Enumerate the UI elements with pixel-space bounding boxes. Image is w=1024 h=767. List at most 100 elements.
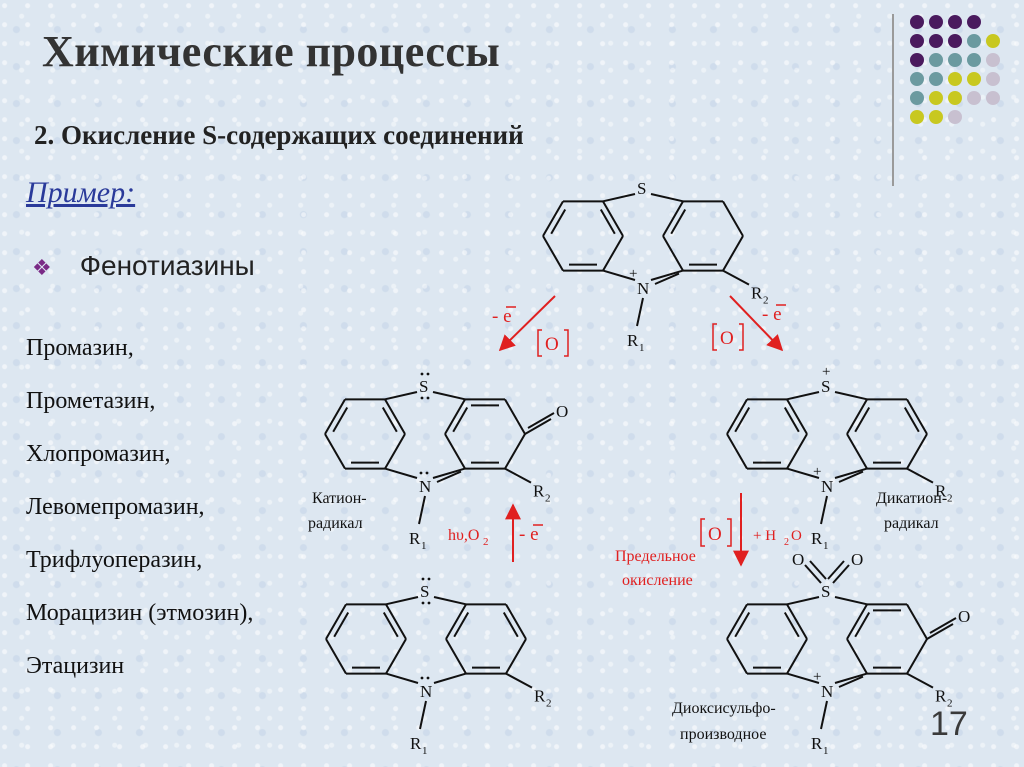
lone-pair	[420, 676, 424, 680]
double-bond	[734, 407, 751, 433]
bond	[906, 672, 934, 689]
bond	[385, 603, 407, 640]
subscript: 2	[947, 698, 953, 710]
charge-label: +	[629, 266, 637, 282]
minus-electron-right: - e	[762, 304, 782, 325]
atom-label: R	[533, 482, 545, 501]
decor-dot	[910, 34, 924, 48]
subscript: 2	[947, 493, 953, 505]
svg-text:2: 2	[483, 536, 489, 548]
double-bond	[734, 612, 751, 638]
double-bond	[827, 560, 845, 580]
decor-dot	[967, 15, 981, 29]
page-number: 17	[930, 705, 968, 743]
bond	[786, 433, 808, 470]
decor-dot	[929, 72, 943, 86]
decor-dot	[929, 34, 943, 48]
bond	[834, 596, 868, 606]
decor-dot	[948, 15, 962, 29]
limit-oxidation-label-2: окисление	[622, 572, 693, 589]
subscript: 1	[422, 745, 428, 757]
atom-label: O	[958, 607, 970, 626]
bond	[432, 391, 466, 401]
example-label: Пример:	[26, 176, 136, 209]
bond	[906, 433, 928, 470]
dioxy-label-1: Диоксисульфо-	[672, 700, 776, 717]
bond	[542, 235, 564, 272]
subscript: 2	[546, 698, 552, 710]
cation-radical-label-1: Катион-	[312, 490, 367, 507]
charge-label: +	[813, 669, 821, 685]
atom-label: S	[419, 377, 428, 396]
atom-label: N	[821, 477, 833, 496]
double-bond	[550, 209, 567, 235]
bond	[432, 467, 466, 479]
double-bond	[832, 564, 850, 584]
decor-dot	[986, 53, 1000, 67]
lone-pair	[425, 471, 429, 475]
bond	[504, 433, 526, 470]
reagent-labels: - e - e - e O O O hυ,O 2 + H 2 O Предель…	[448, 304, 802, 589]
svg-text:O: O	[791, 528, 802, 544]
bond	[662, 235, 684, 272]
bond	[324, 433, 346, 470]
decor-dot	[910, 15, 924, 29]
drug-item: Трифлуоперазин,	[26, 547, 203, 573]
bond	[385, 638, 407, 675]
decor-dot	[948, 34, 962, 48]
bond	[722, 269, 750, 286]
decor-dot	[910, 53, 924, 67]
subscript: 1	[421, 540, 427, 552]
double-bond	[453, 612, 470, 638]
drug-item: Хлопромазин,	[26, 441, 171, 467]
bond	[662, 200, 684, 237]
bond	[444, 398, 466, 435]
double-bond	[838, 675, 864, 688]
decor-dot	[986, 72, 1000, 86]
bond	[726, 433, 748, 470]
dication-radical-label-1: Дикатион-	[876, 490, 947, 507]
oxidant-left: O	[545, 334, 559, 355]
drug-item: Промазин,	[26, 335, 134, 361]
bond	[384, 433, 406, 470]
decor-dot	[967, 34, 981, 48]
double-bond	[654, 272, 680, 285]
dioxy-label-2: производное	[680, 726, 766, 743]
decor-dot	[967, 72, 981, 86]
decor-dot	[948, 72, 962, 86]
decor-dot	[910, 110, 924, 124]
double-bond	[333, 612, 350, 638]
bond	[504, 398, 526, 435]
bond	[786, 391, 820, 401]
bond	[419, 700, 427, 730]
oxidant-bottom: O	[708, 524, 722, 545]
minus-electron-bottom: - e	[519, 524, 539, 545]
subscript: 1	[823, 540, 829, 552]
decor-dot	[948, 110, 962, 124]
light-oxygen-label: hυ,O	[448, 527, 479, 544]
double-bond	[381, 407, 398, 433]
bond	[906, 467, 934, 484]
lone-pair	[426, 676, 430, 680]
bond	[820, 700, 828, 730]
dication-radical-label-2: радикал	[884, 515, 939, 532]
atom-label: O	[556, 402, 568, 421]
bond	[834, 672, 868, 684]
bond	[542, 200, 564, 237]
bond	[445, 603, 467, 640]
bond	[650, 269, 684, 281]
drug-item: Левомепромазин,	[26, 494, 205, 520]
bond	[505, 672, 533, 689]
bond	[325, 638, 347, 675]
decor-dot	[948, 53, 962, 67]
bond	[722, 200, 744, 237]
double-bond	[382, 612, 399, 638]
structure-labels: Катион- радикал Дикатион- радикал Диокси…	[308, 490, 947, 743]
bond	[846, 603, 868, 640]
decor-dot	[986, 91, 1000, 105]
double-bond	[838, 470, 864, 483]
charge-label: +	[822, 364, 830, 380]
drug-list: Промазин, Прометазин, Хлопромазин, Левом…	[26, 322, 253, 693]
bond	[834, 467, 868, 479]
oxidant-right: O	[720, 328, 734, 349]
